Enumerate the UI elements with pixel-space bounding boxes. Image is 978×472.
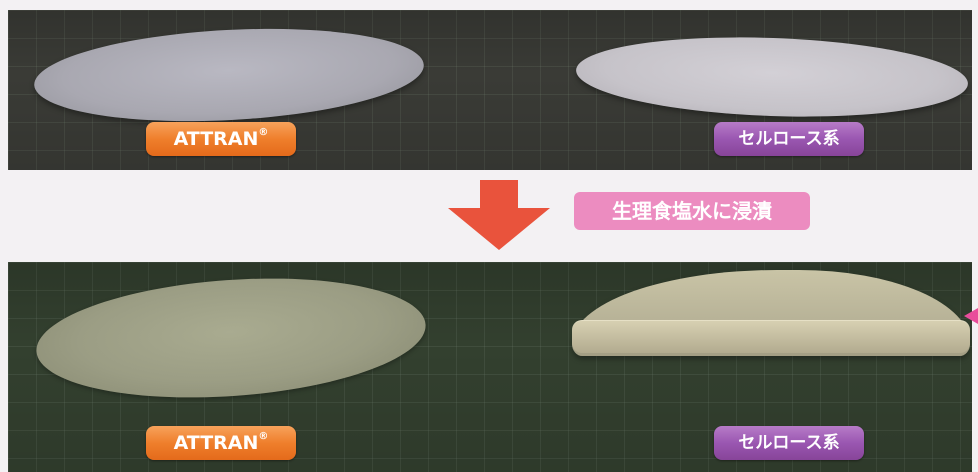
pink-pointer-icon (964, 308, 978, 324)
cellulose-swollen-edge (572, 320, 970, 353)
attran-label-bottom: ATTRAN® (146, 426, 296, 460)
before-photo: ATTRAN® セルロース系 (8, 10, 972, 170)
soak-caption: 生理食塩水に浸漬 (574, 192, 810, 230)
attran-label-top: ATTRAN® (146, 122, 296, 156)
after-photo: ATTRAN® セルロース系 (8, 262, 972, 472)
cellulose-label-bottom: セルロース系 (714, 426, 864, 460)
cellulose-label-top: セルロース系 (714, 122, 864, 156)
down-arrow-icon (448, 180, 550, 250)
